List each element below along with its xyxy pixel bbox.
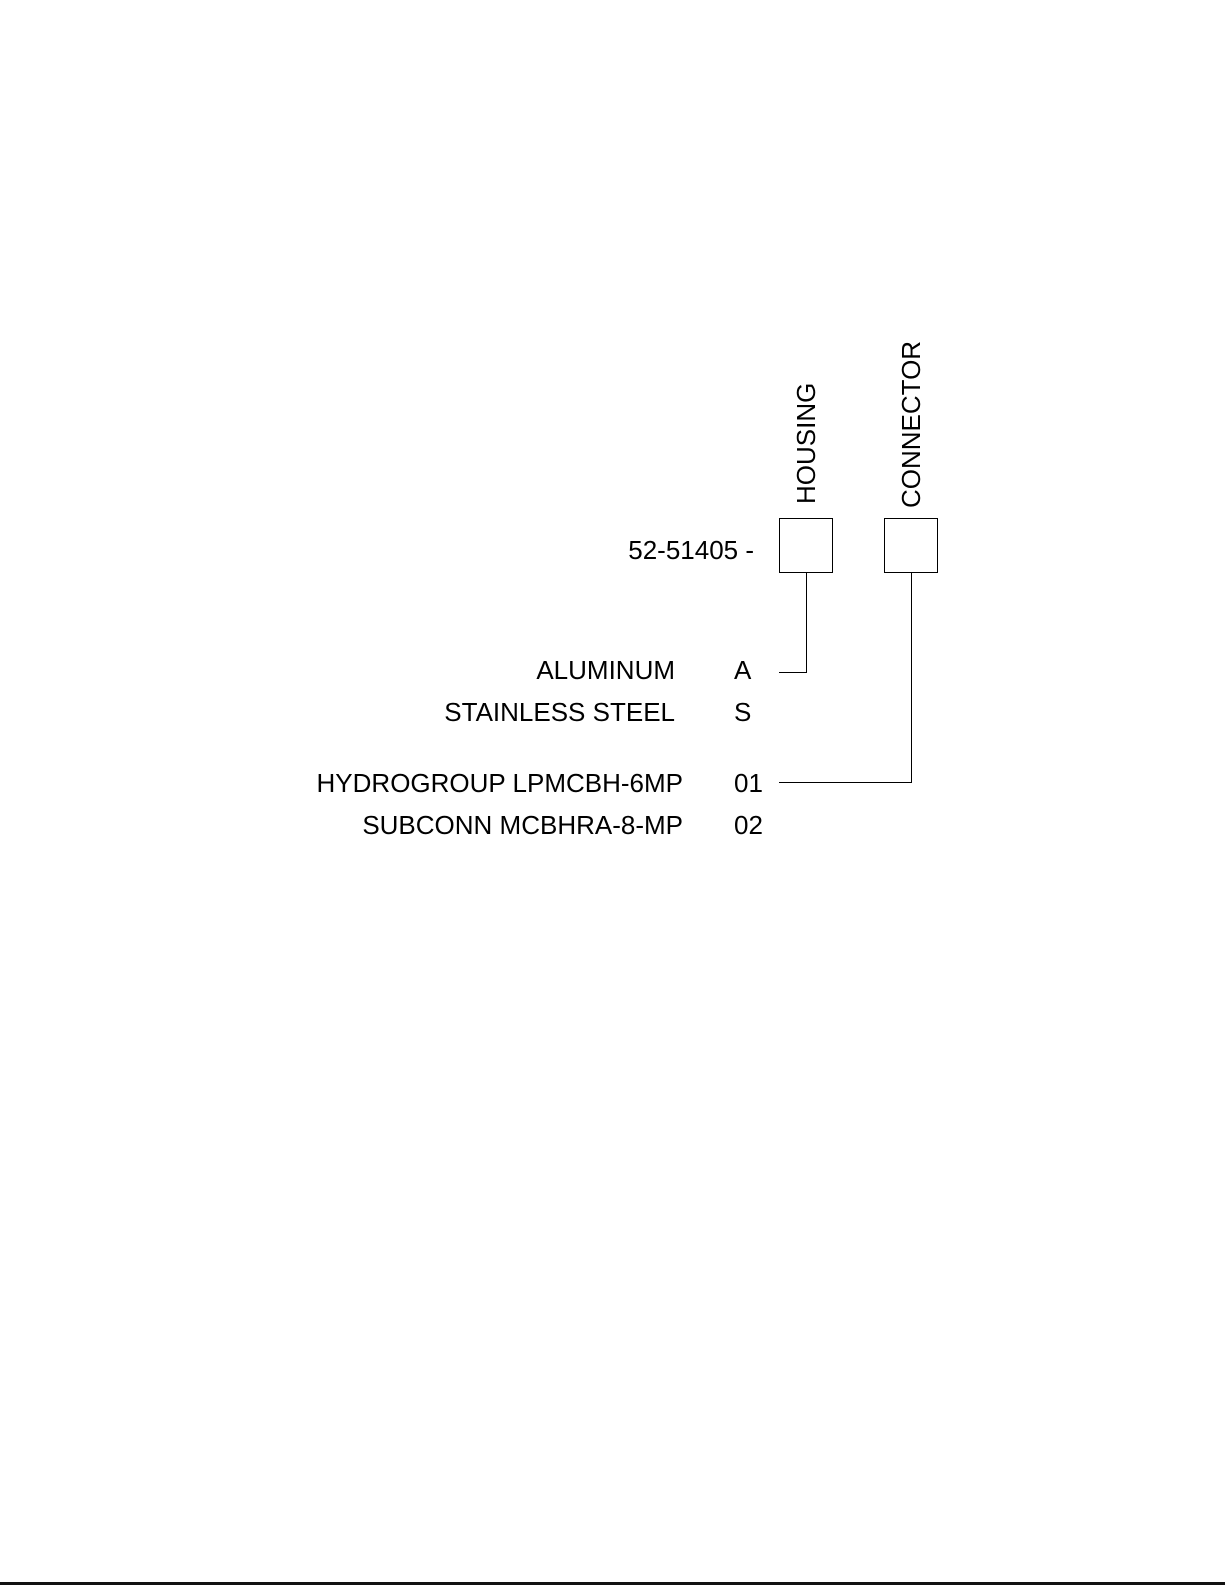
connector-option-name: HYDROGROUP LPMCBH-6MP bbox=[316, 768, 683, 798]
housing-option-name: STAINLESS STEEL bbox=[444, 697, 675, 727]
housing-leader-horizontal bbox=[779, 672, 807, 673]
housing-option-code: S bbox=[734, 697, 752, 727]
connector-option-name: SUBCONN MCBHRA-8-MP bbox=[362, 810, 683, 840]
connector-box bbox=[884, 518, 938, 573]
housing-label: HOUSING bbox=[791, 382, 821, 504]
page-bottom-border bbox=[0, 1582, 1225, 1585]
connector-option-code: 02 bbox=[734, 810, 763, 840]
housing-option-name: ALUMINUM bbox=[536, 655, 675, 685]
connector-option-code: 01 bbox=[734, 768, 763, 798]
housing-option-code: A bbox=[734, 655, 752, 685]
housing-leader-vertical bbox=[806, 573, 807, 673]
housing-box bbox=[779, 518, 833, 573]
connector-leader-horizontal bbox=[779, 782, 912, 783]
part-number-prefix: 52-51405 - bbox=[628, 535, 754, 565]
connector-leader-vertical bbox=[911, 573, 912, 783]
connector-label: CONNECTOR bbox=[896, 340, 926, 508]
